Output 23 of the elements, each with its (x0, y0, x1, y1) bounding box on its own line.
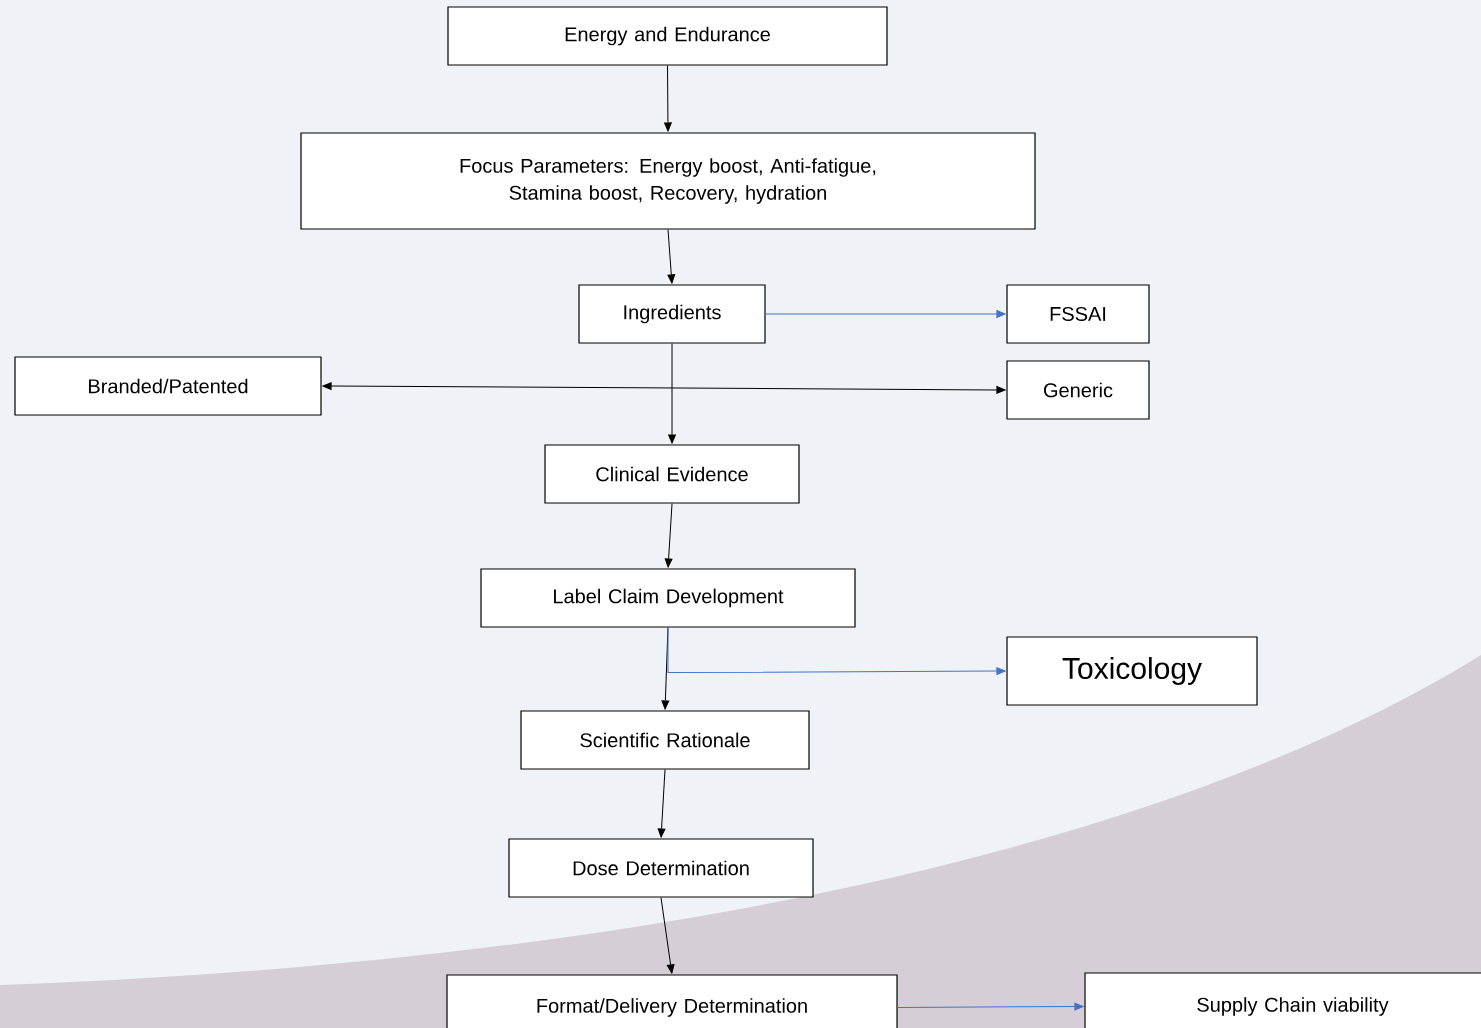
process-box: Generic (1006, 360, 1150, 420)
arrow (897, 1002, 1084, 1011)
process-box: Toxicology (1006, 636, 1258, 706)
arrow (322, 382, 1006, 394)
process-box: Format/Delivery Determination (446, 974, 898, 1028)
process-box: Clinical Evidence (544, 444, 800, 504)
process-box: FSSAI (1006, 284, 1150, 344)
process-box: Ingredients (578, 284, 766, 344)
process-box: Label Claim Development (480, 568, 856, 628)
process-box: Branded/Patented (14, 356, 322, 416)
arrow (667, 229, 676, 284)
arrow (668, 343, 676, 444)
arrow (667, 627, 1006, 675)
process-box: Supply Chain viability (1084, 972, 1481, 1028)
arrow (664, 503, 673, 568)
process-box: Energy and Endurance (447, 6, 888, 66)
process-box: Focus Parameters: Energy boost, Anti-fatigue, Stamina boost, Recovery, hydration (300, 132, 1036, 230)
arrow (664, 65, 672, 132)
process-box: Scientific Rationale (520, 710, 810, 770)
arrow (657, 769, 666, 838)
arrow (765, 310, 1006, 318)
process-box: Dose Determination (508, 838, 814, 898)
arrow (660, 897, 675, 974)
